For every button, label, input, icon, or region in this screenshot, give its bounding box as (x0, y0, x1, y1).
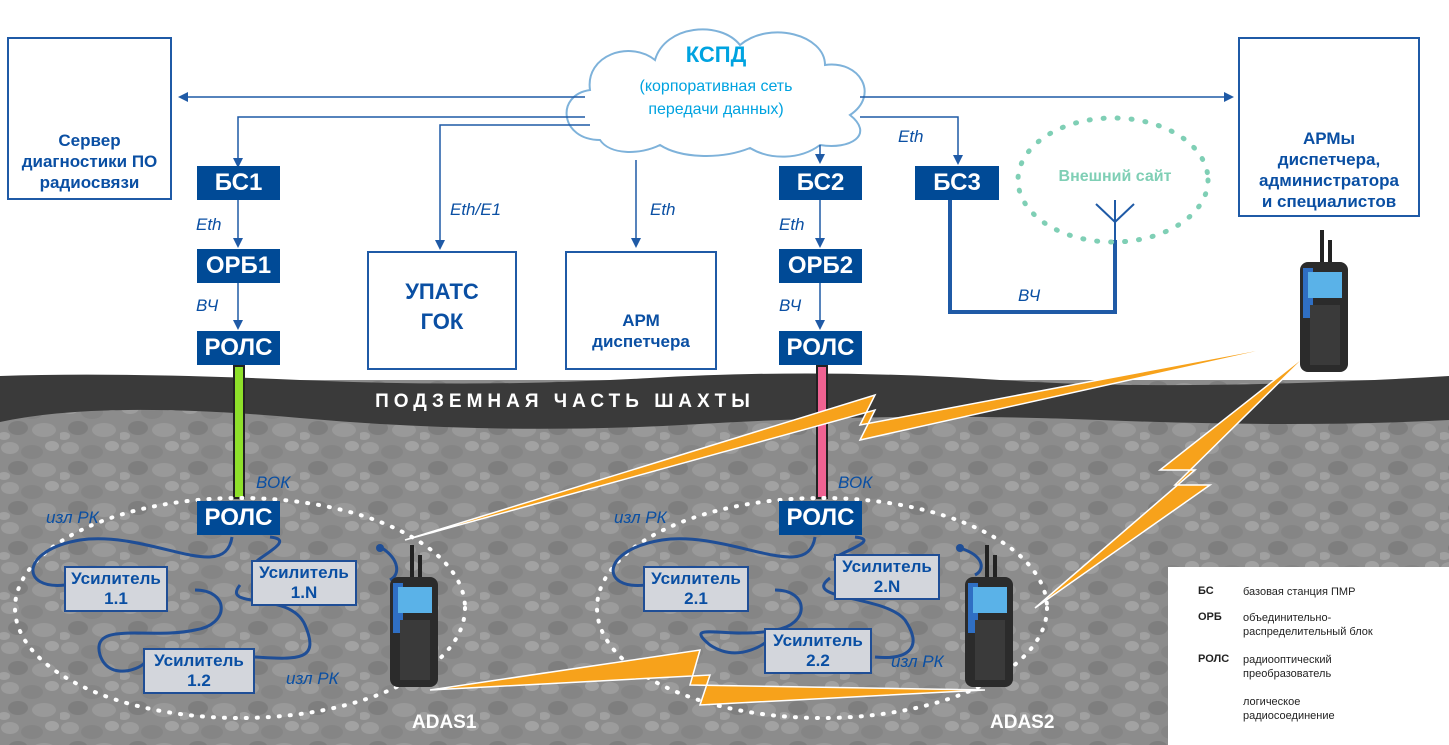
cloud-title: КСПД (685, 42, 747, 67)
adas2-label: ADAS2 (990, 712, 1055, 733)
bs1-box: БС1 (197, 166, 280, 200)
rols-box-1: РОЛС (197, 331, 280, 365)
label-vch-2: ВЧ (779, 296, 802, 315)
server-block (7, 37, 172, 200)
label-vok-1: ВОК (256, 473, 291, 492)
legend-abbr-0: БС (1198, 585, 1214, 597)
legend-desc-2: радиооптический преобразователь (1243, 654, 1332, 680)
label-vch-3: ВЧ (1018, 286, 1041, 305)
adas1-label: ADAS1 (412, 712, 477, 733)
label-izlrk-4: изл РК (891, 652, 944, 671)
antenna-icon (1095, 200, 1135, 240)
rols-box-3: РОЛС (197, 501, 280, 535)
arm-top-block (1238, 37, 1420, 217)
rols-box-4: РОЛС (779, 501, 862, 535)
top-links (178, 92, 1234, 330)
label-izlrk-1: изл РК (46, 508, 99, 527)
label-eth-1: Eth (196, 215, 222, 234)
fiber-green (233, 365, 245, 499)
label-eth-3: Eth (779, 215, 805, 234)
radio-icon-1 (390, 545, 438, 687)
bs3-box: БС3 (915, 166, 999, 200)
label-eth-2: Eth (650, 200, 676, 219)
bs2-box: БС2 (779, 166, 862, 200)
rols-box-2: РОЛС (779, 331, 862, 365)
radio-icon-2 (965, 545, 1013, 687)
label-vok-2: ВОК (838, 473, 873, 492)
legend-desc-0: базовая станция ПМР (1243, 586, 1356, 598)
external-site-circle (1015, 115, 1211, 245)
label-eth-4: Eth (898, 127, 924, 146)
external-site-label: Внешний сайт (1058, 168, 1172, 185)
label-izlrk-3: изл РК (614, 508, 667, 527)
cloud-ksp (565, 28, 866, 158)
radiating-cable-1 (31, 535, 399, 673)
legend-desc-1: объединительно-распределительный блок (1243, 612, 1373, 638)
legend-desc-3: логическое радиосоединение (1243, 696, 1335, 722)
cloud-line1: (корпоративная сеть (639, 78, 793, 95)
zone2-ellipse (595, 496, 1049, 720)
underground-area (0, 380, 1449, 745)
cloud-line2: передачи данных) (648, 101, 784, 118)
legend-abbr-2: РОЛС (1198, 653, 1230, 665)
radio-icon-3 (1300, 230, 1348, 372)
zone1-ellipse (13, 496, 467, 720)
underground-title: ПОДЗЕМНАЯ ЧАСТЬ ШАХТЫ (375, 391, 755, 412)
label-izlrk-2: изл РК (286, 669, 339, 688)
label-eth-e1: Eth/E1 (450, 200, 502, 219)
orb1-box: ОРБ1 (197, 249, 280, 283)
label-vch-1: ВЧ (196, 296, 219, 315)
vch-line-bs3 (948, 200, 1117, 314)
legend-abbr-1: ОРБ (1198, 611, 1222, 623)
radiating-cable-2 (611, 535, 983, 660)
fiber-pink (816, 365, 828, 499)
orb2-box: ОРБ2 (779, 249, 862, 283)
legend: БС базовая станция ПМР ОРБ объединительн… (1168, 567, 1449, 745)
